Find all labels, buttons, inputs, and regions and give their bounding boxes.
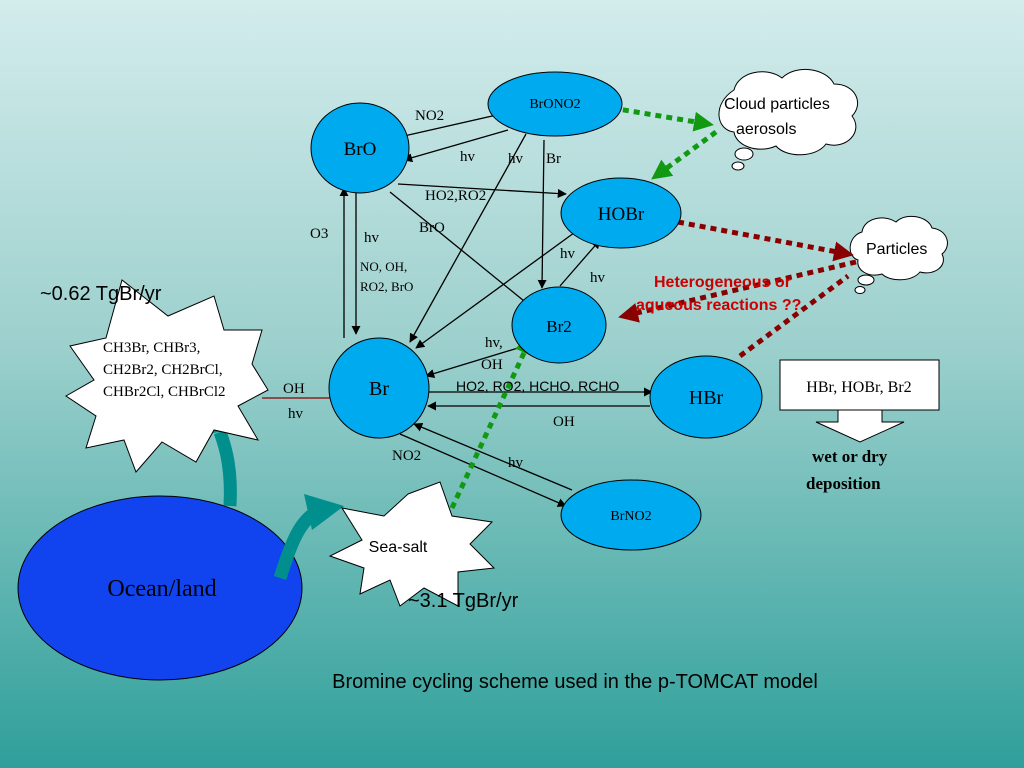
particles-cloud: Particles (849, 215, 948, 294)
label-hv-bro-br: hv (364, 230, 380, 246)
label-bro-react: BrO (419, 220, 445, 236)
seasalt-burst: Sea-salt (328, 481, 496, 607)
deposition-label: wet or dry deposition (806, 447, 888, 493)
cloud-particles-cloud: Cloud particles aerosols (718, 68, 858, 171)
label-oh-organics: OH (283, 381, 305, 397)
label-no-oh-1: NO, OH, (360, 259, 407, 274)
node-hbr: HBr (649, 355, 763, 439)
hetero-line-1: Heterogeneous or (654, 274, 791, 291)
label-hv-bro-back: hv (460, 149, 476, 165)
label-ho2ro2: HO2,RO2 (425, 188, 486, 204)
dotted-arrows (449, 105, 857, 510)
label-oh-br2: OH (481, 357, 503, 373)
organic-bromine-burst: CH3Br, CHBr3, CH2Br2, CH2BrCl, CHBr2Cl, … (65, 279, 269, 473)
label-hv-br2: hv, (485, 335, 503, 351)
flux-organics: ~0.62 TgBr/yr (40, 283, 162, 305)
deposition-box-label: HBr, HOBr, Br2 (806, 379, 911, 396)
node-brno2: BrNO2 (560, 479, 702, 551)
br2-label: Br2 (546, 317, 572, 336)
cloud-particles-line-1: Cloud particles (724, 96, 830, 113)
node-br: Br (328, 337, 430, 439)
organics-line-2: CH2Br2, CH2BrCl, (103, 362, 223, 378)
reaction-labels: NO2 hv hv Br HO2,RO2 BrO O3 hv NO, OH, R… (283, 108, 619, 471)
label-o3: O3 (310, 226, 328, 242)
label-br-brono2: Br (546, 151, 561, 167)
node-br2: Br2 (511, 286, 607, 364)
node-brono2: BrONO2 (487, 71, 623, 137)
particles-label: Particles (866, 241, 927, 258)
label-hv-hobr-right: hv (590, 270, 606, 286)
ocean-land-node: Ocean/land (17, 495, 303, 681)
deposition-line-1: wet or dry (812, 447, 888, 466)
deposition-line-2: deposition (806, 474, 881, 493)
label-hv-brno2: hv (508, 455, 524, 471)
svg-text:Cloud particles aerosols: Cloud particles aerosols (724, 96, 834, 138)
svg-text:CH3Br, CHBr3, CH2Br2, CH: CH3Br, CHBr3, CH2Br2, CH2BrCl, CHBr2Cl, … (103, 340, 226, 400)
organics-line-1: CH3Br, CHBr3, (103, 340, 200, 356)
hbr-label: HBr (689, 387, 724, 409)
reaction-arrows (339, 109, 653, 507)
cloud-particles-line-2: aerosols (736, 121, 796, 138)
label-no2-top: NO2 (415, 108, 444, 124)
deposition-box: HBr, HOBr, Br2 (779, 359, 940, 443)
caption: Bromine cycling scheme used in the p-TOM… (332, 671, 818, 693)
label-hv-organics: hv (288, 406, 304, 422)
flux-seasalt: ~3.1 TgBr/yr (408, 590, 519, 612)
bro-label: BrO (344, 139, 377, 160)
label-hv-brono2: hv (508, 151, 524, 167)
heterogeneous-text: Heterogeneous or aqueous reactions ?? (636, 274, 801, 314)
brono2-label: BrONO2 (529, 97, 580, 112)
organics-line-3: CHBr2Cl, CHBrCl2 (103, 384, 226, 400)
node-bro: BrO (310, 102, 410, 194)
label-oh-hbr: OH (553, 414, 575, 430)
ocean-label: Ocean/land (107, 576, 216, 602)
hetero-line-2: aqueous reactions ?? (636, 297, 801, 314)
hobr-label: HOBr (598, 204, 645, 225)
label-ho2-list: HO2, RO2, HCHO, RCHO (456, 378, 619, 394)
brno2-label: BrNO2 (610, 509, 651, 524)
label-no2-bottom: NO2 (392, 448, 421, 464)
label-hv-hobr-left: hv (560, 246, 576, 262)
br-label: Br (369, 378, 389, 400)
node-hobr: HOBr (560, 177, 682, 249)
label-no-oh-2: RO2, BrO (360, 279, 413, 294)
seasalt-label: Sea-salt (369, 539, 428, 556)
